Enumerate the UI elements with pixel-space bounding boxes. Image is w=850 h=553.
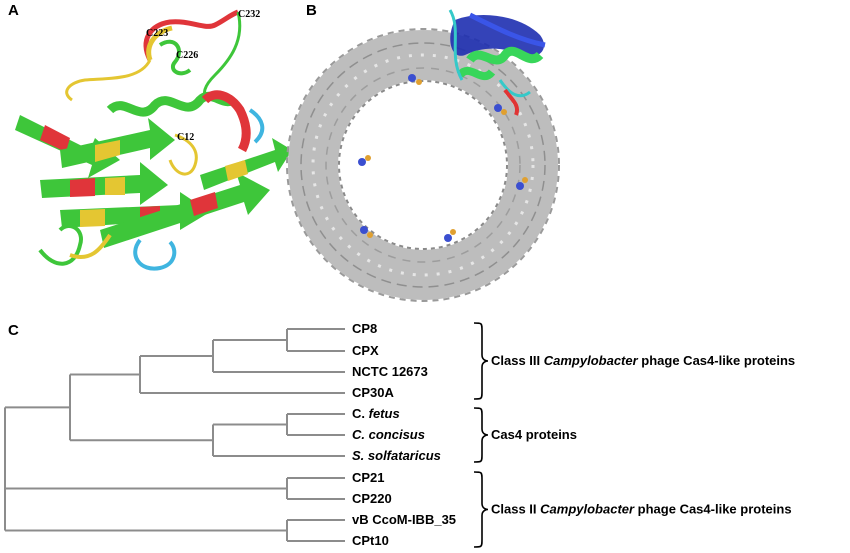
residue-label-c12: C12	[177, 132, 194, 143]
leaf-label-8: CP220	[352, 491, 392, 506]
ligand-1	[408, 74, 422, 85]
tree-branches	[4, 328, 345, 542]
leaf-label-0: CP8	[352, 321, 377, 336]
ligand-4	[444, 229, 456, 242]
ligand-3	[516, 177, 528, 190]
strand-2-yellow	[95, 140, 120, 162]
strand-3-yellow	[105, 177, 125, 195]
leaf-label-5: C. concisus	[352, 427, 425, 442]
group-label-0: Class III Campylobacter phage Cas4-like …	[491, 353, 795, 368]
strand-5	[100, 172, 270, 248]
ribbon-loop-left	[65, 59, 152, 102]
ligand-6	[358, 155, 371, 166]
ring-helix-texture	[311, 53, 535, 277]
ring-inner-edge	[338, 80, 508, 250]
panel-b-letter: B	[306, 2, 317, 19]
strand-3-red	[70, 178, 95, 197]
group-brace-0	[473, 322, 489, 400]
panel-c-letter: C	[8, 322, 19, 339]
ring-outer-edge	[286, 28, 560, 302]
leaf-label-1: CPX	[352, 343, 379, 358]
residue-label-c226: C226	[176, 50, 198, 61]
panel-a-letter: A	[8, 2, 19, 19]
subunit-cyan-loop	[448, 9, 464, 81]
ligand-2	[494, 104, 507, 115]
ribbon-helix-top	[158, 39, 192, 76]
leaf-label-7: CP21	[352, 470, 385, 485]
leaf-label-6: S. solfataricus	[352, 448, 441, 463]
subunit-cyan-loop-2	[498, 79, 531, 98]
panel-a-structure: C232 C223 C226 C12	[15, 9, 292, 271]
subunit-green-helix	[466, 46, 544, 65]
group-brace-1	[473, 407, 489, 463]
leaf-label-9: vB CcoM-IBB_35	[352, 512, 456, 527]
subunit-green-helix-2	[456, 66, 496, 81]
ribbon-loop-bottom-cyan	[133, 238, 177, 271]
leaf-label-2: NCTC 12673	[352, 364, 428, 379]
residue-label-c232: C232	[238, 9, 260, 20]
leaf-label-10: CPt10	[352, 533, 389, 548]
strand-5-red	[190, 192, 218, 216]
ribbon-top-loop-yellow	[146, 25, 173, 61]
ligand-5	[360, 226, 373, 238]
ribbon-loop-bottom-yellow	[69, 233, 112, 259]
ribbon-helix-mid-red	[201, 90, 251, 153]
ribbon-loop-bottom-left	[38, 224, 83, 266]
subunit-blue-sheet	[450, 15, 545, 57]
ribbon-loop-c12	[168, 133, 198, 176]
tree-group-labels: Class III Campylobacter phage Cas4-like …	[473, 322, 795, 548]
group-brace-2	[473, 471, 489, 548]
subunit-red-loop	[503, 88, 519, 116]
strand-6-yellow	[225, 160, 248, 181]
ring-helix-texture-3	[325, 67, 521, 263]
strand-4-yellow	[80, 209, 105, 227]
subunit-blue-strand	[468, 12, 546, 48]
strand-6	[200, 138, 292, 190]
ring-helix-texture-2	[300, 42, 546, 288]
leaf-label-4: C. fetus	[352, 406, 400, 421]
group-label-2: Class II Campylobacter phage Cas4-like p…	[491, 502, 792, 517]
ribbon-top-loop	[143, 9, 239, 62]
panel-b-structure	[286, 9, 560, 302]
leaf-label-3: CP30A	[352, 385, 395, 400]
residue-label-c223: C223	[146, 28, 168, 39]
group-label-1: Cas4 proteins	[491, 427, 577, 442]
strand-1-red	[40, 125, 70, 152]
ribbon-loop-cyan-top	[248, 108, 265, 144]
